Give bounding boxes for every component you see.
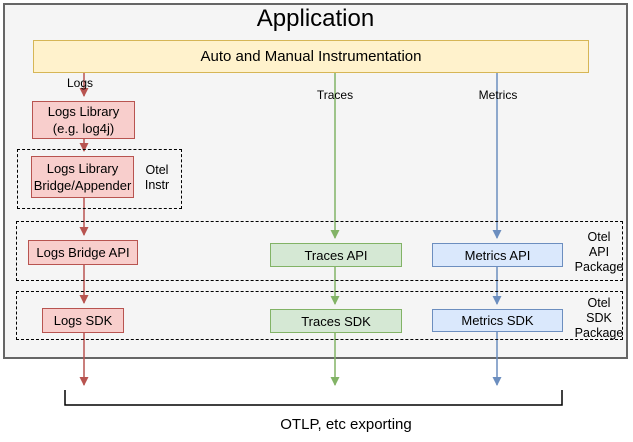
application-box [3, 3, 628, 359]
otlp-export-label: OTLP, etc exporting [280, 416, 412, 433]
export-bracket [64, 390, 563, 406]
